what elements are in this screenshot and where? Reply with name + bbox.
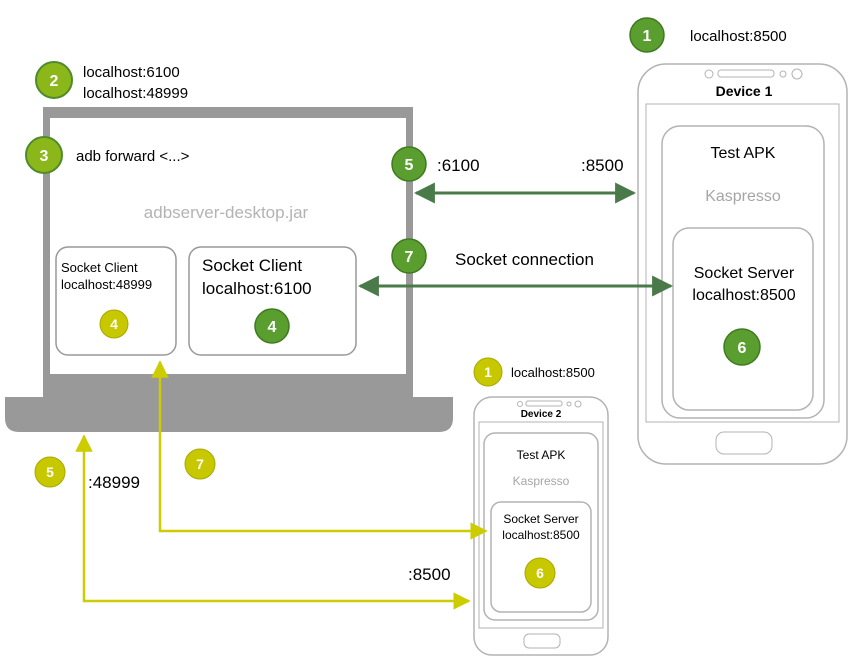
step-badge-6-small: 6 — [524, 557, 556, 589]
socket-connection-label: Socket connection — [455, 250, 594, 269]
svg-text:4: 4 — [268, 319, 277, 336]
device-1-server-address: localhost:8500 — [692, 287, 795, 304]
device-1-camera — [704, 69, 714, 79]
device-2-apk-label: Test APK — [517, 448, 566, 462]
step-badge-6-big: 6 — [723, 328, 761, 366]
forward-port-6100-label: localhost:6100 — [83, 64, 180, 81]
svg-text:6: 6 — [536, 565, 544, 581]
step-badge-1-small: 1 — [473, 357, 503, 387]
device-2-camera — [517, 401, 523, 407]
svg-text:2: 2 — [50, 73, 59, 90]
socket-client-big-address: localhost:6100 — [202, 279, 312, 298]
device-2-title: Device 2 — [521, 409, 562, 420]
step-badge-5-top: 5 — [391, 146, 427, 182]
forward-port-48999-label: localhost:48999 — [83, 85, 188, 102]
step-badge-7-top: 7 — [391, 238, 427, 274]
socket-client-small-address: localhost:48999 — [61, 277, 152, 292]
svg-text:7: 7 — [405, 249, 414, 266]
svg-text:1: 1 — [484, 364, 492, 380]
device-1: Device 1 Test APK Kaspresso Socket Serve… — [637, 63, 848, 465]
socket-client-big-box: Socket Client localhost:6100 — [188, 246, 357, 356]
device-2-server-title: Socket Server — [503, 512, 578, 526]
step-badge-4-big: 4 — [254, 308, 290, 344]
svg-text:3: 3 — [40, 148, 49, 165]
device-1-screen — [645, 103, 840, 423]
device-1-kaspresso-label: Kaspresso — [705, 188, 781, 205]
svg-text:6: 6 — [738, 340, 747, 357]
port-8500-bottom-label: :8500 — [408, 565, 451, 584]
device-1-server-title: Socket Server — [694, 265, 795, 282]
socket-client-small-title: Socket Client — [61, 260, 138, 275]
jar-name: adbserver-desktop.jar — [144, 203, 309, 222]
svg-text:7: 7 — [196, 456, 204, 472]
adb-forward-label: adb forward <...> — [76, 148, 190, 165]
step-badge-4-small: 4 — [99, 309, 129, 339]
device-2-address-label: localhost:8500 — [511, 365, 595, 380]
svg-text:5: 5 — [405, 157, 414, 174]
socket-server-box-1 — [672, 227, 814, 411]
laptop-base — [5, 397, 453, 432]
device-2: Device 2 Test APK Kaspresso Socket Serve… — [473, 396, 609, 656]
port-8500-top-label: :8500 — [581, 156, 624, 175]
port-6100-label: :6100 — [437, 156, 480, 175]
port-48999-label: :48999 — [88, 473, 140, 492]
device-1-address-label: localhost:8500 — [690, 28, 787, 45]
step-badge-1-top: 1 — [629, 17, 665, 53]
socket-client-small-box: Socket Client localhost:48999 — [55, 246, 177, 356]
step-badge-2: 2 — [35, 61, 73, 99]
socket-client-big-title: Socket Client — [202, 256, 302, 275]
svg-text:5: 5 — [46, 464, 54, 480]
device-2-speaker — [525, 400, 563, 407]
socket-server-box-2 — [490, 501, 592, 613]
device-1-sensor-2 — [791, 68, 803, 80]
device-1-title: Device 1 — [716, 83, 773, 99]
device-2-home-button — [523, 633, 561, 649]
device-2-sensor-2 — [574, 400, 582, 408]
step-badge-5-bottom: 5 — [34, 456, 66, 488]
step-badge-3: 3 — [25, 136, 63, 174]
device-2-server-address: localhost:8500 — [502, 528, 580, 542]
device-2-kaspresso-label: Kaspresso — [513, 474, 570, 488]
step-badge-7-bottom: 7 — [184, 448, 216, 480]
svg-text:4: 4 — [110, 316, 118, 332]
device-1-home-button — [715, 431, 773, 455]
device-1-speaker — [717, 69, 775, 78]
device-1-apk-label: Test APK — [711, 145, 776, 162]
device-2-sensor-1 — [566, 401, 572, 407]
svg-text:1: 1 — [643, 28, 652, 45]
device-1-sensor-1 — [779, 70, 787, 78]
port-forward-arrow-device-2 — [75, 434, 471, 610]
